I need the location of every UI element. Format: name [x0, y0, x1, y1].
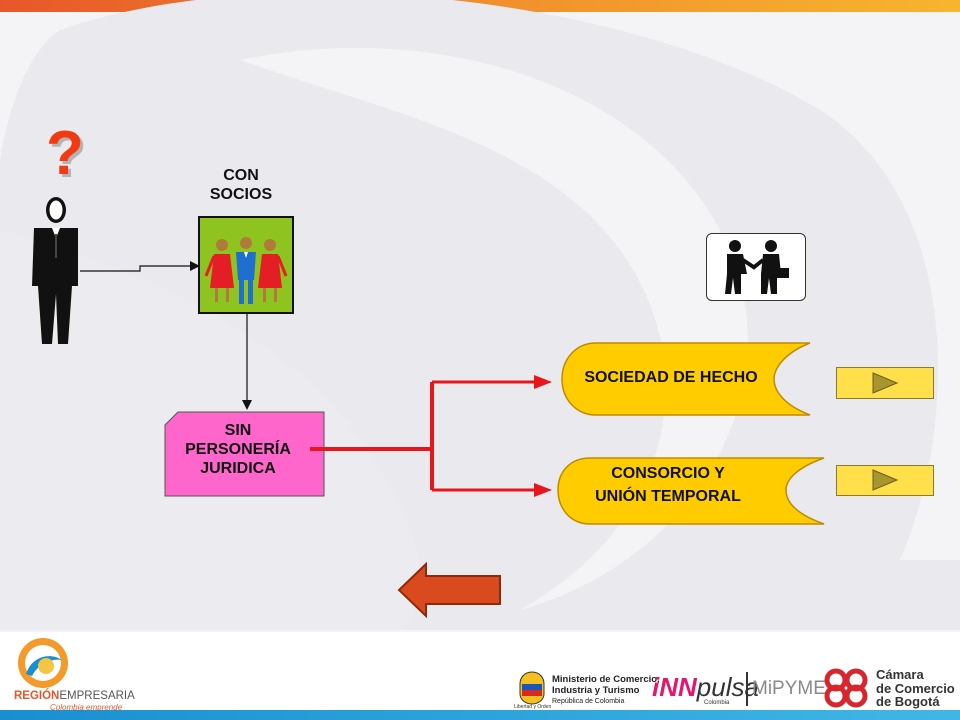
region-empresaria-logo-icon [18, 638, 68, 688]
innpulsa-sub: Colombia [704, 700, 730, 706]
escudo-caption: Libertad y Orden [514, 704, 552, 710]
handshake-icon [725, 240, 789, 294]
logo-divider [746, 672, 748, 706]
connector-man-to-socios [80, 261, 200, 272]
sociedad-de-hecho-shape [561, 342, 811, 416]
partners-icon [204, 237, 288, 304]
play-icon [872, 469, 899, 491]
sociedad-play-button[interactable] [836, 367, 934, 399]
footer-area [0, 632, 960, 710]
businessman-icon [32, 197, 78, 344]
partners-box [198, 216, 294, 314]
back-arrow-button[interactable] [396, 562, 504, 618]
sociedad-de-hecho-label: SOCIEDAD DE HECHO [584, 369, 758, 386]
con-socios-label: CON SOCIOS [209, 167, 273, 203]
consorcio-label: CONSORCIO Y UNIÓN TEMPORAL [595, 465, 741, 505]
mipyme-logo: MiPYME [752, 678, 826, 699]
ministerio-text: Ministerio de Comercio, Industria y Turi… [552, 674, 660, 705]
handshake-card [706, 233, 806, 301]
region-empresaria-subtitle: Colombia emprende [50, 703, 123, 712]
question-icon: ? [46, 119, 84, 188]
consorcio-play-button[interactable] [836, 465, 934, 496]
connector-socios-to-sin [242, 314, 252, 410]
play-icon [872, 372, 899, 394]
camara-comercio-text: Cámara de Comercio de Bogotá [876, 667, 955, 709]
region-empresaria-title: REGIÓNEMPRESARIA [14, 690, 135, 702]
innpulsa-logo: iNNpulsa [652, 672, 759, 702]
footer-accent-bar [0, 710, 960, 720]
colombia-escudo-icon [519, 671, 545, 705]
camara-comercio-logo-icon [824, 668, 868, 708]
red-branch-connector [310, 375, 552, 497]
consorcio-shape [557, 457, 825, 525]
sin-personeria-box [164, 411, 325, 497]
sin-personeria-label: SIN PERSONERÍA JURIDICA [185, 422, 291, 477]
